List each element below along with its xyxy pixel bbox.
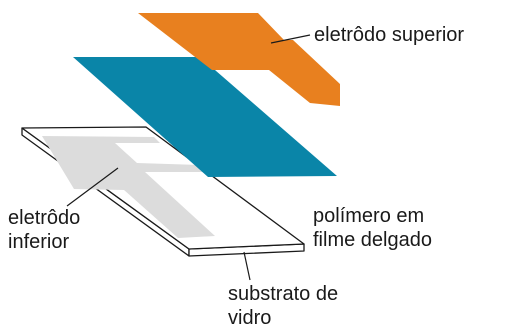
bottom-electrode-label-line2: inferior (8, 231, 69, 253)
top-electrode-leader (270, 34, 311, 44)
bottom-electrode (42, 136, 215, 238)
substrate-label-line1: substrato de (228, 283, 338, 305)
top-electrode (138, 13, 340, 106)
bottom-electrode-leader (66, 167, 119, 207)
polymer-label-line2: filme delgado (313, 229, 432, 251)
bottom-electrode-label-line1: eletrôdo (8, 207, 80, 229)
substrate-leader (243, 251, 251, 281)
top-electrode-label: eletrôdo superior (314, 24, 464, 46)
polymer-thin-film (73, 57, 337, 177)
polymer-label-line1: polímero em (313, 205, 424, 227)
substrate-label-line2: vidro (228, 307, 271, 329)
